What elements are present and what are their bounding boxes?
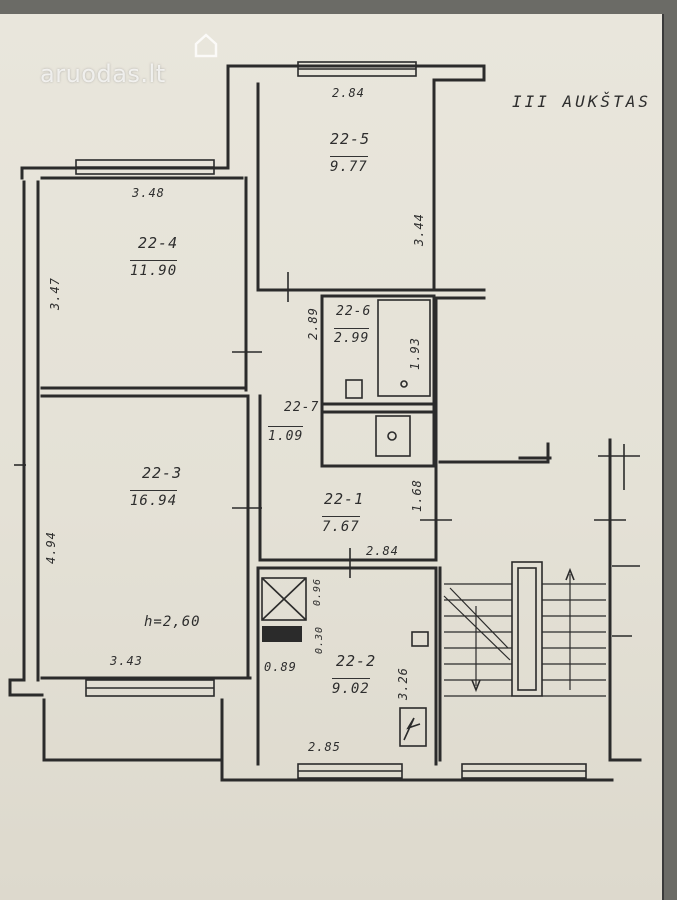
room-22-4-code: 22-4 xyxy=(138,234,179,252)
floor-label: III AUKŠTAS xyxy=(512,92,651,111)
room-22-2-code: 22-2 xyxy=(336,652,377,670)
room-22-5-code: 22-5 xyxy=(330,130,371,148)
room-22-7-area: 1.09 xyxy=(268,426,304,444)
vent-dimension-a: 0.96 xyxy=(312,577,323,606)
room-22-7-code: 22-7 xyxy=(284,400,320,415)
kitchen-sink xyxy=(411,631,429,647)
washbasin xyxy=(345,379,363,399)
room-22-1-code: 22-1 xyxy=(324,490,365,508)
room-22-1-width: 2.84 xyxy=(366,544,399,558)
vent-shaft-2 xyxy=(262,626,302,642)
room-22-4-depth: 3.47 xyxy=(48,277,62,310)
room-22-5-area: 9.77 xyxy=(330,156,368,175)
room-22-1-depth: 1.68 xyxy=(410,479,424,512)
house-logo-icon xyxy=(194,33,218,58)
stair-well-opening xyxy=(511,561,543,697)
balcony-wall xyxy=(42,698,442,782)
room-22-4-area: 11.90 xyxy=(130,260,178,279)
room-22-3-width: 3.43 xyxy=(110,654,143,668)
stairwell xyxy=(438,438,642,762)
room-22-6-code: 22-6 xyxy=(336,304,372,319)
windows xyxy=(75,61,587,779)
toilet xyxy=(375,415,411,457)
bathroom-walls xyxy=(320,294,436,468)
sheet-border xyxy=(662,14,664,900)
ceiling-height: h=2,60 xyxy=(144,614,201,630)
room-22-5-walls xyxy=(256,78,436,292)
room-22-5-width: 2.84 xyxy=(332,86,365,100)
paper-sheet xyxy=(0,14,662,900)
bottom-left-wall xyxy=(8,678,44,697)
room-22-6-area: 2.99 xyxy=(334,328,370,346)
outer-walls xyxy=(8,64,614,782)
room-22-2-area: 9.02 xyxy=(332,678,370,697)
stove xyxy=(399,707,427,747)
room-22-3-depth: 4.94 xyxy=(44,531,58,564)
room-22-6-depth: 2.89 xyxy=(306,307,320,340)
room-22-2-left-dim: 0.89 xyxy=(264,660,297,674)
vent-shaft-1 xyxy=(261,577,307,621)
stairwell-top-wall xyxy=(438,442,550,464)
interior-walls xyxy=(40,78,486,766)
top-wall xyxy=(226,64,486,82)
room-22-4-width: 3.48 xyxy=(132,186,165,200)
vent-dimension-b: 0.30 xyxy=(314,625,325,654)
bathtub-length: 1.93 xyxy=(408,337,422,370)
room-22-2-width: 2.85 xyxy=(308,740,341,754)
room-22-5-depth: 3.44 xyxy=(412,213,426,246)
room-22-3-area: 16.94 xyxy=(130,490,178,509)
upper-left-wall xyxy=(20,64,230,180)
room-22-2-depth: 3.26 xyxy=(396,667,410,700)
fixtures xyxy=(261,299,431,747)
bathtub xyxy=(377,299,431,397)
room-22-3-code: 22-3 xyxy=(142,464,183,482)
aruodas-watermark: aruodas.lt xyxy=(40,60,166,88)
stair-treads xyxy=(443,574,606,697)
stairwell-east-wall xyxy=(608,438,642,762)
room-22-1-area: 7.67 xyxy=(322,516,360,535)
